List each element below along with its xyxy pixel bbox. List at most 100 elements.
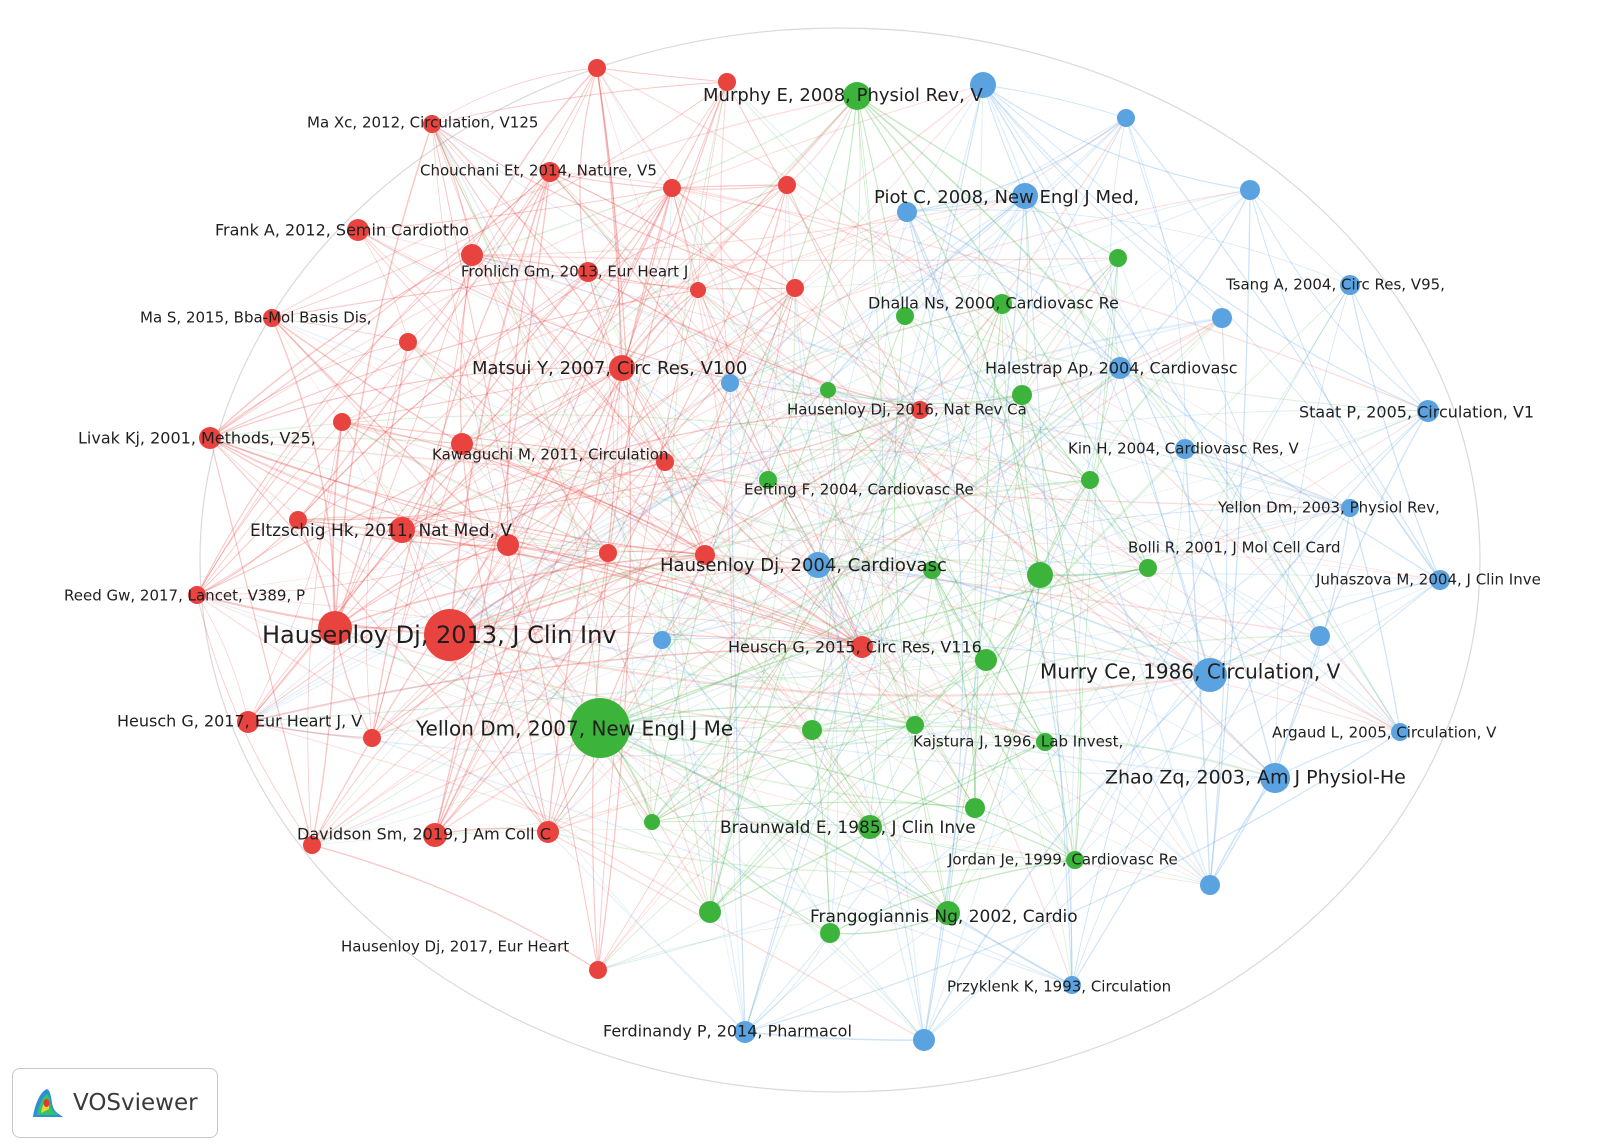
node-murry1986[interactable] bbox=[1193, 658, 1227, 692]
label-hausenloy2013[interactable]: Hausenloy Dj, 2013, J Clin Inv bbox=[262, 621, 617, 649]
label-piot2008[interactable]: Piot C, 2008, New Engl J Med, bbox=[874, 187, 1139, 208]
node-juhaszova2004[interactable] bbox=[1430, 570, 1450, 590]
node-zhao2003[interactable] bbox=[1260, 763, 1290, 793]
node-u32[interactable] bbox=[1081, 471, 1099, 489]
node-frank2012[interactable] bbox=[347, 219, 369, 241]
node-eefting2004[interactable] bbox=[759, 471, 777, 489]
node-u17[interactable] bbox=[303, 836, 321, 854]
node-u13[interactable] bbox=[599, 544, 617, 562]
vosviewer-logo[interactable]: VOSviewer bbox=[12, 1068, 218, 1138]
label-ferdinandy2014[interactable]: Ferdinandy P, 2014, Pharmacol bbox=[603, 1022, 852, 1041]
label-murry1986[interactable]: Murry Ce, 1986, Circulation, V bbox=[1040, 660, 1341, 684]
node-murphy2008[interactable] bbox=[843, 82, 871, 110]
label-tsang2004[interactable]: Tsang A, 2004, Circ Res, V95, bbox=[1225, 276, 1445, 294]
label-yellon2007[interactable]: Yellon Dm, 2007, New Engl J Me bbox=[415, 717, 733, 741]
node-u40[interactable] bbox=[644, 814, 660, 830]
label-jordan1999[interactable]: Jordan Je, 1999, Cardiovasc Re bbox=[947, 851, 1178, 869]
node-u31[interactable] bbox=[1027, 562, 1053, 588]
node-u36[interactable] bbox=[923, 561, 941, 579]
node-frangogiannis2002[interactable] bbox=[936, 901, 960, 925]
node-u8[interactable] bbox=[399, 333, 417, 351]
label-staat2005[interactable]: Staat P, 2005, Circulation, V1 bbox=[1299, 403, 1534, 422]
node-mas2015[interactable] bbox=[263, 309, 281, 327]
node-reed2017[interactable] bbox=[188, 586, 206, 604]
node-argaud2005[interactable] bbox=[1391, 723, 1409, 741]
node-yellon2003[interactable] bbox=[1341, 499, 1359, 517]
label-davidson2019[interactable]: Davidson Sm, 2019, J Am Coll C bbox=[297, 825, 551, 844]
node-staat2005[interactable] bbox=[1417, 400, 1439, 422]
node-u30[interactable] bbox=[1012, 385, 1032, 405]
label-yellon2003[interactable]: Yellon Dm, 2003, Physiol Rev, bbox=[1217, 499, 1440, 517]
node-u29[interactable] bbox=[1109, 249, 1127, 267]
node-u34[interactable] bbox=[802, 720, 822, 740]
node-livak2001[interactable] bbox=[199, 427, 221, 449]
label-hausenloy2004[interactable]: Hausenloy Dj, 2004, Cardiovasc bbox=[660, 555, 947, 576]
node-u37[interactable] bbox=[965, 798, 985, 818]
node-u33[interactable] bbox=[975, 649, 997, 671]
label-frank2012[interactable]: Frank A, 2012, Semin Cardiotho bbox=[215, 221, 469, 240]
node-hausenloy2013b[interactable] bbox=[318, 611, 352, 645]
label-frangogiannis2002[interactable]: Frangogiannis Ng, 2002, Cardio bbox=[810, 907, 1078, 927]
node-dhalla2000[interactable] bbox=[992, 294, 1012, 314]
node-u2[interactable] bbox=[718, 73, 736, 91]
label-maxc2012[interactable]: Ma Xc, 2012, Circulation, V125 bbox=[307, 114, 538, 132]
label-przyklenk1993[interactable]: Przyklenk K, 1993, Circulation bbox=[947, 978, 1171, 996]
node-u41[interactable] bbox=[820, 382, 836, 398]
node-u28[interactable] bbox=[896, 307, 914, 325]
node-hausenloy2013[interactable] bbox=[424, 609, 476, 661]
node-hausenloy2004[interactable] bbox=[805, 552, 831, 578]
label-hausenloy2016[interactable]: Hausenloy Dj, 2016, Nat Rev Ca bbox=[787, 401, 1027, 419]
label-reed2017[interactable]: Reed Gw, 2017, Lancet, V389, P bbox=[64, 587, 305, 605]
label-kawaguchi2011[interactable]: Kawaguchi M, 2011, Circulation bbox=[432, 446, 668, 464]
node-u25[interactable] bbox=[653, 631, 671, 649]
node-piot2008[interactable] bbox=[1012, 183, 1038, 209]
label-braunwald1985[interactable]: Braunwald E, 1985, J Clin Inve bbox=[720, 818, 976, 838]
node-eltzschig2011[interactable] bbox=[389, 517, 415, 543]
label-chouchani2014[interactable]: Chouchani Et, 2014, Nature, V5 bbox=[420, 162, 657, 180]
node-u15[interactable] bbox=[363, 729, 381, 747]
label-heusch2017[interactable]: Heusch G, 2017, Eur Heart J, V bbox=[117, 712, 362, 731]
node-matsui2007[interactable] bbox=[609, 355, 635, 381]
node-kin2004[interactable] bbox=[1175, 439, 1195, 459]
node-ferdinandy2014[interactable] bbox=[734, 1021, 756, 1043]
node-heusch2015[interactable] bbox=[851, 636, 873, 658]
node-davidson2019[interactable] bbox=[423, 823, 447, 847]
node-u7[interactable] bbox=[786, 279, 804, 297]
label-kajstura1996[interactable]: Kajstura J, 1996, Lab Invest, bbox=[913, 733, 1123, 751]
label-dhalla2000[interactable]: Dhalla Ns, 2000, Cardiovasc Re bbox=[868, 294, 1119, 313]
node-u11[interactable] bbox=[289, 511, 307, 529]
node-u20[interactable] bbox=[1240, 180, 1260, 200]
node-chouchani2014[interactable] bbox=[540, 162, 560, 182]
node-u23[interactable] bbox=[721, 374, 739, 392]
node-maxc2012[interactable] bbox=[423, 115, 441, 133]
node-u14[interactable] bbox=[656, 453, 674, 471]
label-livak2001[interactable]: Livak Kj, 2001, Methods, V25, bbox=[78, 429, 316, 448]
label-zhao2003[interactable]: Zhao Zq, 2003, Am J Physiol-He bbox=[1105, 767, 1406, 789]
node-heusch2017[interactable] bbox=[237, 711, 259, 733]
node-u12[interactable] bbox=[695, 545, 715, 565]
node-kawaguchi2011[interactable] bbox=[451, 433, 473, 455]
node-hausenloy2017[interactable] bbox=[589, 961, 607, 979]
node-u24[interactable] bbox=[1310, 626, 1330, 646]
node-u1[interactable] bbox=[588, 59, 606, 77]
label-eltzschig2011[interactable]: Eltzschig Hk, 2011, Nat Med, V bbox=[250, 521, 512, 541]
node-u18[interactable] bbox=[970, 72, 996, 98]
node-u5[interactable] bbox=[461, 244, 483, 266]
node-u22[interactable] bbox=[1212, 308, 1232, 328]
node-tsang2004[interactable] bbox=[1340, 275, 1360, 295]
node-hausenloy2016[interactable] bbox=[911, 401, 929, 419]
label-murphy2008[interactable]: Murphy E, 2008, Physiol Rev, V bbox=[703, 85, 984, 106]
label-matsui2007[interactable]: Matsui Y, 2007, Circ Res, V100 bbox=[472, 358, 747, 379]
node-u39[interactable] bbox=[699, 901, 721, 923]
label-frohlich2013[interactable]: Frohlich Gm, 2013, Eur Heart J bbox=[461, 263, 688, 281]
node-jordan1999[interactable] bbox=[1066, 851, 1084, 869]
node-u16[interactable] bbox=[537, 821, 559, 843]
node-u6[interactable] bbox=[690, 282, 706, 298]
label-kin2004[interactable]: Kin H, 2004, Cardiovasc Res, V bbox=[1068, 440, 1299, 458]
node-u9[interactable] bbox=[333, 413, 351, 431]
node-bolli2001[interactable] bbox=[1139, 559, 1157, 577]
node-braunwald1985[interactable] bbox=[858, 815, 882, 839]
node-halestrap2004[interactable] bbox=[1109, 357, 1131, 379]
node-u10[interactable] bbox=[497, 534, 519, 556]
node-u3[interactable] bbox=[663, 179, 681, 197]
